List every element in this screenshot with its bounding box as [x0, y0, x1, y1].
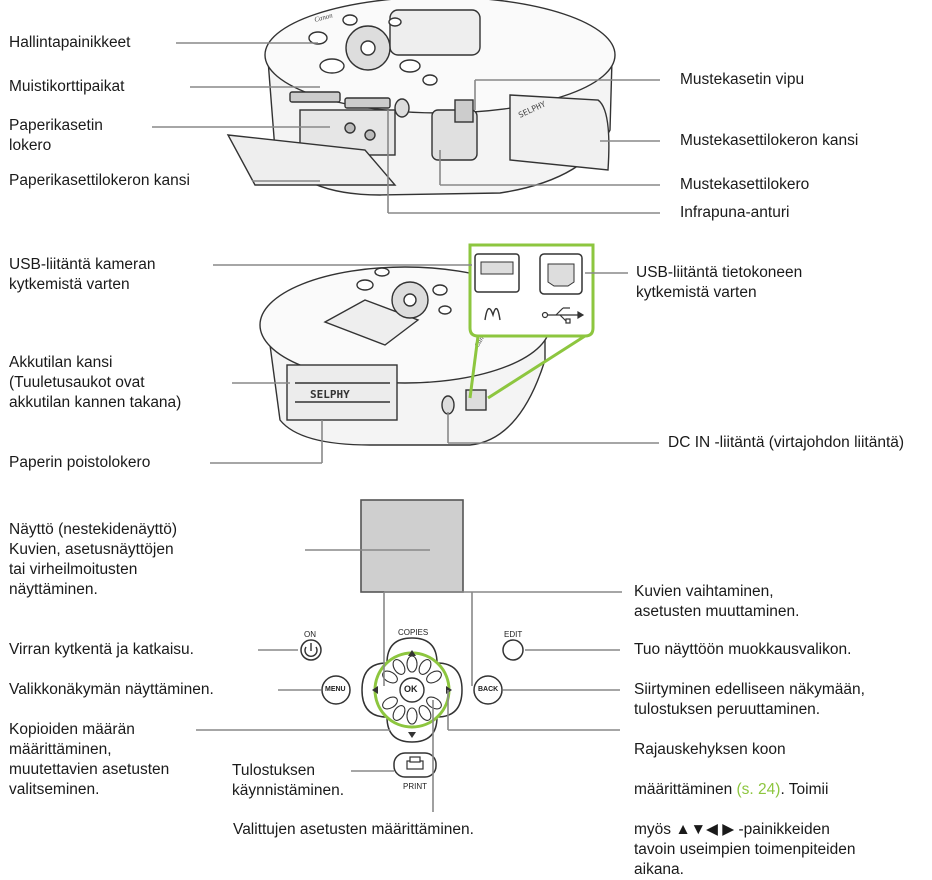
back-button-shape — [473, 675, 503, 705]
label-battery-cover: Akkutilan kansi (Tuuletusaukot ovat akku… — [9, 354, 182, 411]
label-copies: Kopioiden määrän määrittäminen, muutetta… — [9, 721, 170, 798]
edit-label: EDIT — [504, 630, 523, 639]
label-usb-computer: USB-liitäntä tietokoneen kytkemistä vart… — [636, 264, 803, 301]
label-usb-camera: USB-liitäntä kameran kytkemistä varten — [9, 256, 156, 293]
selphy-logo-rear: SELPHY — [310, 388, 350, 401]
device-illustration: SELPHY Canon SELPHY Canon — [152, 0, 660, 812]
crop-rest: myös ▲▼◀ ▶ -painikkeiden tavoin useimpie… — [634, 821, 856, 878]
dial-segments — [382, 655, 442, 725]
label-power: Virran kytkentä ja katkaisu. — [9, 641, 194, 658]
ok-button-shape — [399, 677, 425, 703]
printer-icon — [406, 756, 424, 770]
label-paper-cassette-compartment: Paperikasetin lokero — [9, 117, 103, 154]
label-crop: Rajauskehyksen koon määrittäminen (s. 24… — [634, 720, 855, 880]
label-paper-cassette-cover: Paperikasettilokeron kansi — [9, 172, 190, 189]
label-ink-cassette-compartment: Mustekasettilokero — [680, 176, 810, 193]
label-dc-in: DC IN -liitäntä (virtajohdon liitäntä) — [668, 434, 905, 451]
back-button-label: BACK — [478, 686, 499, 693]
ok-button-label: OK — [404, 684, 418, 694]
crop-line1: Rajauskehyksen koon — [634, 741, 786, 758]
label-menu: Valikkonäkymän näyttäminen. — [9, 681, 214, 698]
label-left-right: Kuvien vaihtaminen, asetusten muuttamine… — [634, 583, 800, 620]
menu-button-label: MENU — [325, 686, 346, 693]
label-back: Siirtyminen edelliseen näkymään, tulostu… — [634, 681, 865, 718]
label-control-buttons: Hallintapainikkeet — [9, 34, 131, 51]
on-label: ON — [304, 630, 316, 639]
menu-button-shape — [321, 675, 351, 705]
up-arrow-icon — [408, 650, 416, 656]
label-print: Tulostuksen käynnistäminen. — [232, 762, 345, 799]
lcd-screen — [360, 499, 464, 593]
label-screen: Näyttö (nestekidenäyttö) Kuvien, asetusn… — [9, 521, 178, 598]
printer-top-view — [226, 0, 616, 196]
usb-callout — [468, 243, 595, 400]
crop-line2-pre: määrittäminen — [634, 781, 737, 798]
print-button-label: PRINT — [403, 782, 427, 791]
top-leader-lines — [152, 42, 660, 214]
label-infrared-sensor: Infrapuna-anturi — [680, 204, 790, 221]
label-paper-output: Paperin poistolokero — [9, 454, 151, 471]
label-ok: Valittujen asetusten määrittäminen. — [233, 821, 474, 838]
label-ink-cassette-cover: Mustekasettilokeron kansi — [680, 132, 859, 149]
left-arrow-icon — [372, 686, 378, 694]
page-ref-link[interactable]: (s. 24) — [736, 781, 781, 798]
control-panel — [300, 499, 524, 778]
down-arrow-icon — [408, 732, 416, 738]
label-edit: Tuo näyttöön muokkausvalikon. — [634, 641, 852, 658]
control-leader-lines — [196, 549, 622, 812]
label-ink-cassette-lever: Mustekasetin vipu — [680, 71, 805, 88]
crop-line2-post: . Toimii — [780, 781, 829, 798]
edit-button-shape — [502, 639, 524, 661]
middle-leader-lines — [210, 264, 659, 464]
copies-label: COPIES — [398, 628, 429, 637]
label-memory-card-slots: Muistikorttipaikat — [9, 78, 125, 95]
